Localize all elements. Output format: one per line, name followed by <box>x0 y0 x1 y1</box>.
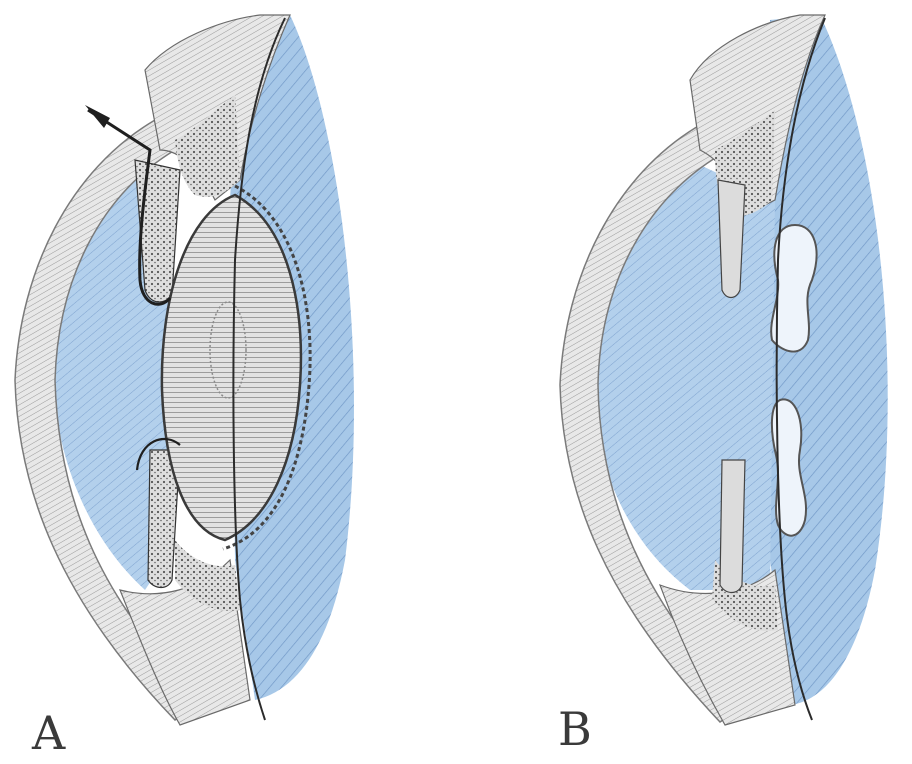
panel-a-label: A <box>32 710 65 756</box>
panel-b-lower-iris <box>720 460 745 593</box>
panel-a <box>15 15 354 725</box>
panel-a-needle-tip <box>85 105 110 128</box>
panel-b <box>560 15 888 725</box>
panel-b-upper-iris <box>718 180 745 298</box>
panel-b-label: B <box>558 706 592 752</box>
